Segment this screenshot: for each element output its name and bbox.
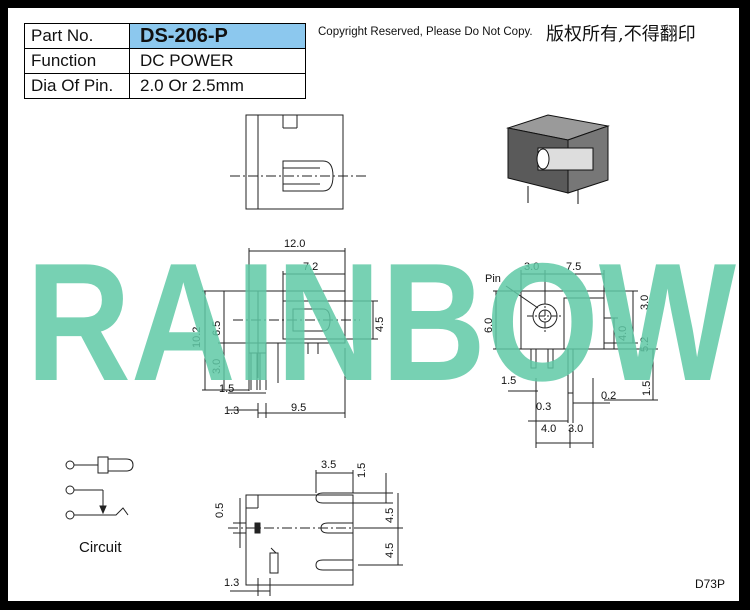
circuit-symbol <box>65 456 134 520</box>
dim-front-7-5: 7.5 <box>566 261 581 273</box>
dim-bottom-1-5: 1.5 <box>356 463 368 478</box>
dim-side-4-5: 4.5 <box>374 317 386 332</box>
dim-front-3-0b: 3.0 <box>639 295 651 310</box>
circuit-label: Circuit <box>79 539 122 556</box>
dim-front-0-3: 0.3 <box>536 401 551 413</box>
dim-bottom-0-5: 0.5 <box>214 503 226 518</box>
dim-front-1-5a: 1.5 <box>501 375 516 387</box>
dim-side-1-3: 1.3 <box>224 405 239 417</box>
front-view <box>493 270 658 448</box>
dim-side-12: 12.0 <box>284 238 305 250</box>
spec-table: Part No. DS-206-P Function DC POWER Dia … <box>24 23 306 99</box>
dim-front-6-0: 6.0 <box>483 318 495 333</box>
dim-front-3-0c: 3.0 <box>568 423 583 435</box>
copyright-notice-cn: 版权所有,不得翻印 <box>546 24 696 45</box>
dia-of-pin-label: Dia Of Pin. <box>24 73 130 99</box>
dim-side-9-5: 9.5 <box>291 402 306 414</box>
drawing-sheet: Part No. DS-206-P Function DC POWER Dia … <box>7 7 740 602</box>
dim-bottom-4-5b: 4.5 <box>384 543 396 558</box>
rainbow-watermark: RAINBOW <box>26 248 736 388</box>
part-no-label: Part No. <box>24 23 130 49</box>
dim-bottom-3-5: 3.5 <box>321 459 336 471</box>
top-view <box>230 114 368 210</box>
dim-front-1-5b: 1.5 <box>641 381 653 396</box>
dim-front-5-2: 5.2 <box>639 337 651 352</box>
technical-drawings: 12.0 7.2 10.2 6.5 3.0 4.5 1.5 1.3 9.5 Pi… <box>65 114 658 596</box>
drawing-code: D73P <box>694 577 725 591</box>
dia-of-pin-value: 2.0 Or 2.5mm <box>129 73 306 99</box>
part-no-value: DS-206-P <box>129 23 306 49</box>
bottom-view <box>228 470 403 596</box>
dim-side-3-0: 3.0 <box>211 359 223 374</box>
side-view <box>202 248 378 418</box>
dim-side-10-2: 10.2 <box>191 327 203 348</box>
dim-bottom-1-3: 1.3 <box>224 577 239 589</box>
front-pin-label: Pin <box>485 273 501 285</box>
dim-bottom-4-5a: 4.5 <box>384 508 396 523</box>
dim-front-4-0b: 4.0 <box>541 423 556 435</box>
dim-side-1-5: 1.5 <box>219 383 234 395</box>
isometric-view <box>506 114 610 204</box>
dim-front-3-0a: 3.0 <box>524 261 539 273</box>
dim-front-4-0: 4.0 <box>617 326 629 341</box>
function-label: Function <box>24 48 130 74</box>
dim-front-0-2: 0.2 <box>601 390 616 402</box>
copyright-notice: Copyright Reserved, Please Do Not Copy. <box>318 26 533 38</box>
dim-side-7-2: 7.2 <box>303 261 318 273</box>
dim-side-6-5: 6.5 <box>211 321 223 336</box>
watermark-text: RAINBOW <box>26 248 736 388</box>
